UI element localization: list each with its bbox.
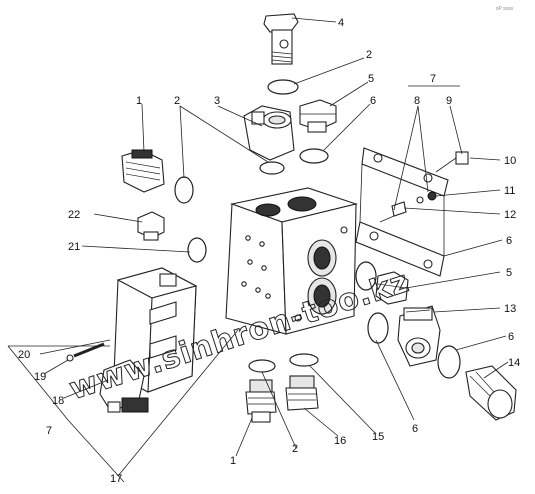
label-1-left: 1 (136, 95, 142, 107)
part-fitting-bottom-1 (245, 379, 277, 423)
label-4: 4 (338, 17, 344, 29)
label-21: 21 (68, 241, 80, 253)
label-20: 20 (18, 349, 30, 361)
label-10: 10 (504, 155, 516, 167)
seal-ring-lower-right (355, 261, 377, 291)
label-2-top: 2 (366, 49, 372, 61)
label-6-bottom: 6 (412, 423, 418, 435)
seal-ring-upper-6 (299, 148, 329, 164)
label-9: 9 (446, 95, 452, 107)
part-banjo-bolt-top (263, 13, 299, 65)
seal-ring-top (267, 79, 299, 95)
seal-ring-6-right (437, 345, 461, 379)
label-5-top: 5 (368, 73, 374, 85)
label-7-left: 7 (46, 425, 52, 437)
label-18: 18 (52, 395, 64, 407)
label-5-mid: 5 (506, 267, 512, 279)
callout-labels: 4 2 5 6 1 2 3 7 8 9 10 11 12 22 21 6 5 1… (18, 17, 520, 485)
part-banjo-bolt-right (465, 365, 517, 421)
label-1-bottom: 1 (230, 455, 236, 467)
label-2-bottom: 2 (292, 443, 298, 455)
seal-ring-bottom-2 (248, 359, 276, 373)
seal-ring-bottom-15 (289, 353, 319, 367)
label-8: 8 (414, 95, 420, 107)
seal-ring-under-3 (259, 161, 285, 175)
part-fitting-left (121, 149, 165, 193)
part-plug-lower (375, 271, 409, 305)
label-13: 13 (504, 303, 516, 315)
label-6-right: 6 (508, 331, 514, 343)
seal-ring-lower-right-2 (367, 312, 389, 344)
part-plug-upper (299, 99, 337, 133)
label-15: 15 (372, 431, 384, 443)
label-22: 22 (68, 209, 80, 221)
label-17: 17 (110, 473, 122, 485)
label-3: 3 (214, 95, 220, 107)
seal-ring-left (174, 176, 194, 204)
label-7-right: 7 (430, 73, 436, 85)
label-14: 14 (508, 357, 520, 369)
label-6-top: 6 (370, 95, 376, 107)
leader-lines (7, 17, 509, 483)
part-screw-19 (66, 342, 105, 362)
part-banjo-fitting (243, 105, 295, 161)
part-valve-block (225, 187, 358, 335)
label-2-left: 2 (174, 95, 180, 107)
part-small-plug (137, 211, 165, 241)
label-16: 16 (334, 435, 346, 447)
part-fitting-bottom-16 (285, 375, 319, 411)
label-11: 11 (504, 185, 515, 197)
label-12: 12 (504, 209, 516, 221)
part-elbow-fitting (397, 305, 441, 367)
washer-21 (187, 237, 207, 263)
part-solenoid-valve (99, 267, 198, 413)
label-6-mid: 6 (506, 235, 512, 247)
label-19: 19 (34, 371, 46, 383)
corner-mark: sP ssss (496, 6, 514, 12)
part-screws (379, 151, 469, 223)
